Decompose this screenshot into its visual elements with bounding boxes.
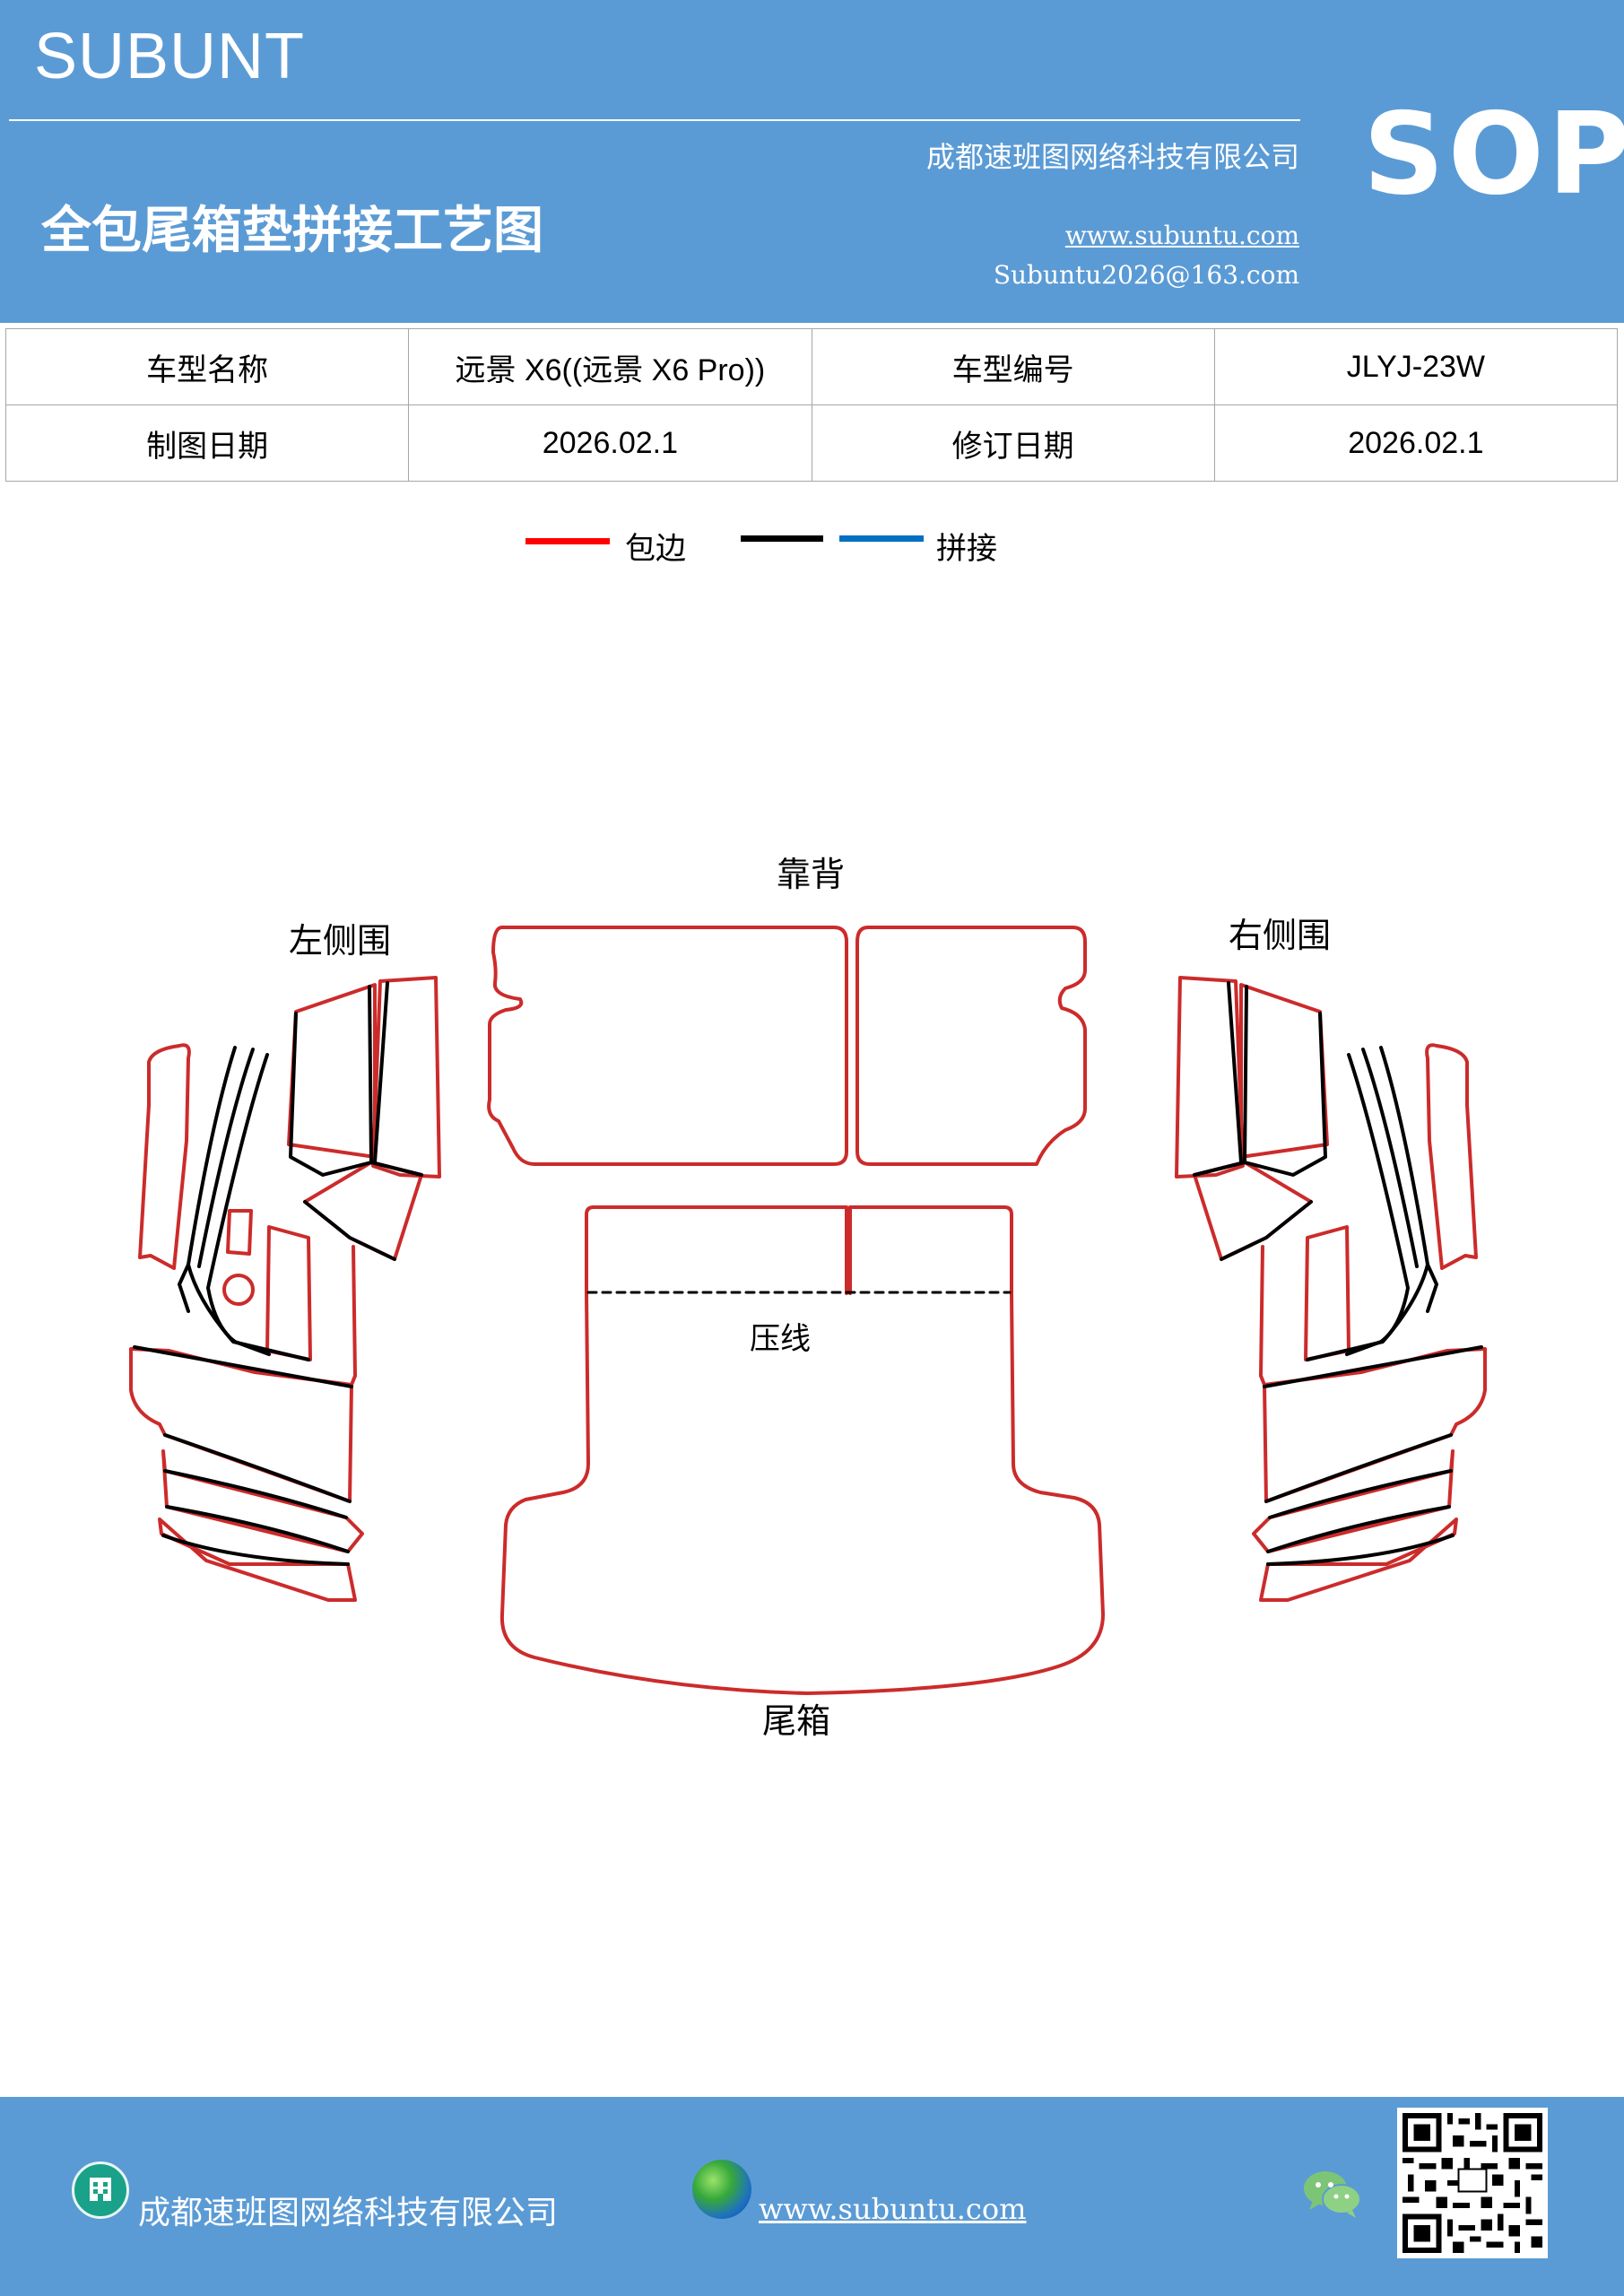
model-code-value: JLYJ-23W <box>1213 328 1619 405</box>
email-address: Subuntu2026@163.com <box>993 260 1299 290</box>
vehicle-info-table: 车型名称 远景 X6((远景 X6 Pro)) 车型编号 JLYJ-23W 制图… <box>4 328 1619 482</box>
website-link[interactable]: www.subuntu.com <box>1064 221 1299 250</box>
backrest-label: 靠背 <box>777 855 845 894</box>
legend-splice-label: 拼接 <box>936 531 997 567</box>
legend-black-line <box>741 535 823 542</box>
sop-badge: SOP <box>1363 88 1624 220</box>
footer-banner: 成都速班图网络科技有限公司 www.subuntu.com <box>0 2097 1624 2296</box>
header-divider <box>9 119 1300 121</box>
legend-splice-line <box>839 535 924 542</box>
globe-icon <box>692 2160 751 2219</box>
wechat-icon[interactable] <box>1302 2167 1365 2224</box>
qr-code[interactable] <box>1397 2108 1548 2258</box>
model-name-value: 远景 X6((远景 X6 Pro)) <box>408 328 812 405</box>
trunk-main-panel <box>499 1292 1105 1695</box>
trunk-top-right-panel <box>848 1205 1013 1295</box>
crease-label: 压线 <box>750 1321 811 1357</box>
revision-date-value: 2026.02.1 <box>1213 404 1619 482</box>
draw-date-label: 制图日期 <box>4 404 410 482</box>
trunk-label: 尾箱 <box>762 1701 830 1741</box>
left-side-panels <box>129 976 441 1602</box>
trunk-mat-diagram: 靠背 左侧围 右侧围 压线 尾箱 <box>129 855 1487 1741</box>
draw-date-value: 2026.02.1 <box>408 404 812 482</box>
company-name: 成都速班图网络科技有限公司 <box>925 140 1299 174</box>
legend-edge-label: 包边 <box>625 531 686 567</box>
backrest-left-panel <box>487 926 848 1166</box>
left-side-label: 左侧围 <box>289 921 391 961</box>
document-title: 全包尾箱垫拼接工艺图 <box>41 201 543 260</box>
legend-edge-line <box>525 538 610 544</box>
brand-name: SUBUNT <box>34 21 306 92</box>
model-name-label: 车型名称 <box>4 328 410 405</box>
right-side-label: 右侧围 <box>1229 916 1331 955</box>
footer-website-link[interactable]: www.subuntu.com <box>759 2192 1027 2226</box>
table-row: 制图日期 2026.02.1 修订日期 2026.02.1 <box>4 404 1619 482</box>
model-code-label: 车型编号 <box>811 328 1215 405</box>
header-banner: SUBUNT 成都速班图网络科技有限公司 全包尾箱垫拼接工艺图 www.subu… <box>0 0 1624 323</box>
table-row: 车型名称 远景 X6((远景 X6 Pro)) 车型编号 JLYJ-23W <box>4 328 1619 405</box>
building-icon <box>72 2161 129 2219</box>
backrest-right-panel <box>855 926 1087 1166</box>
right-side-panels <box>1175 976 1487 1602</box>
revision-date-label: 修订日期 <box>811 404 1215 482</box>
footer-company-name: 成都速班图网络科技有限公司 <box>138 2195 559 2231</box>
trunk-top-left-panel <box>585 1205 848 1295</box>
